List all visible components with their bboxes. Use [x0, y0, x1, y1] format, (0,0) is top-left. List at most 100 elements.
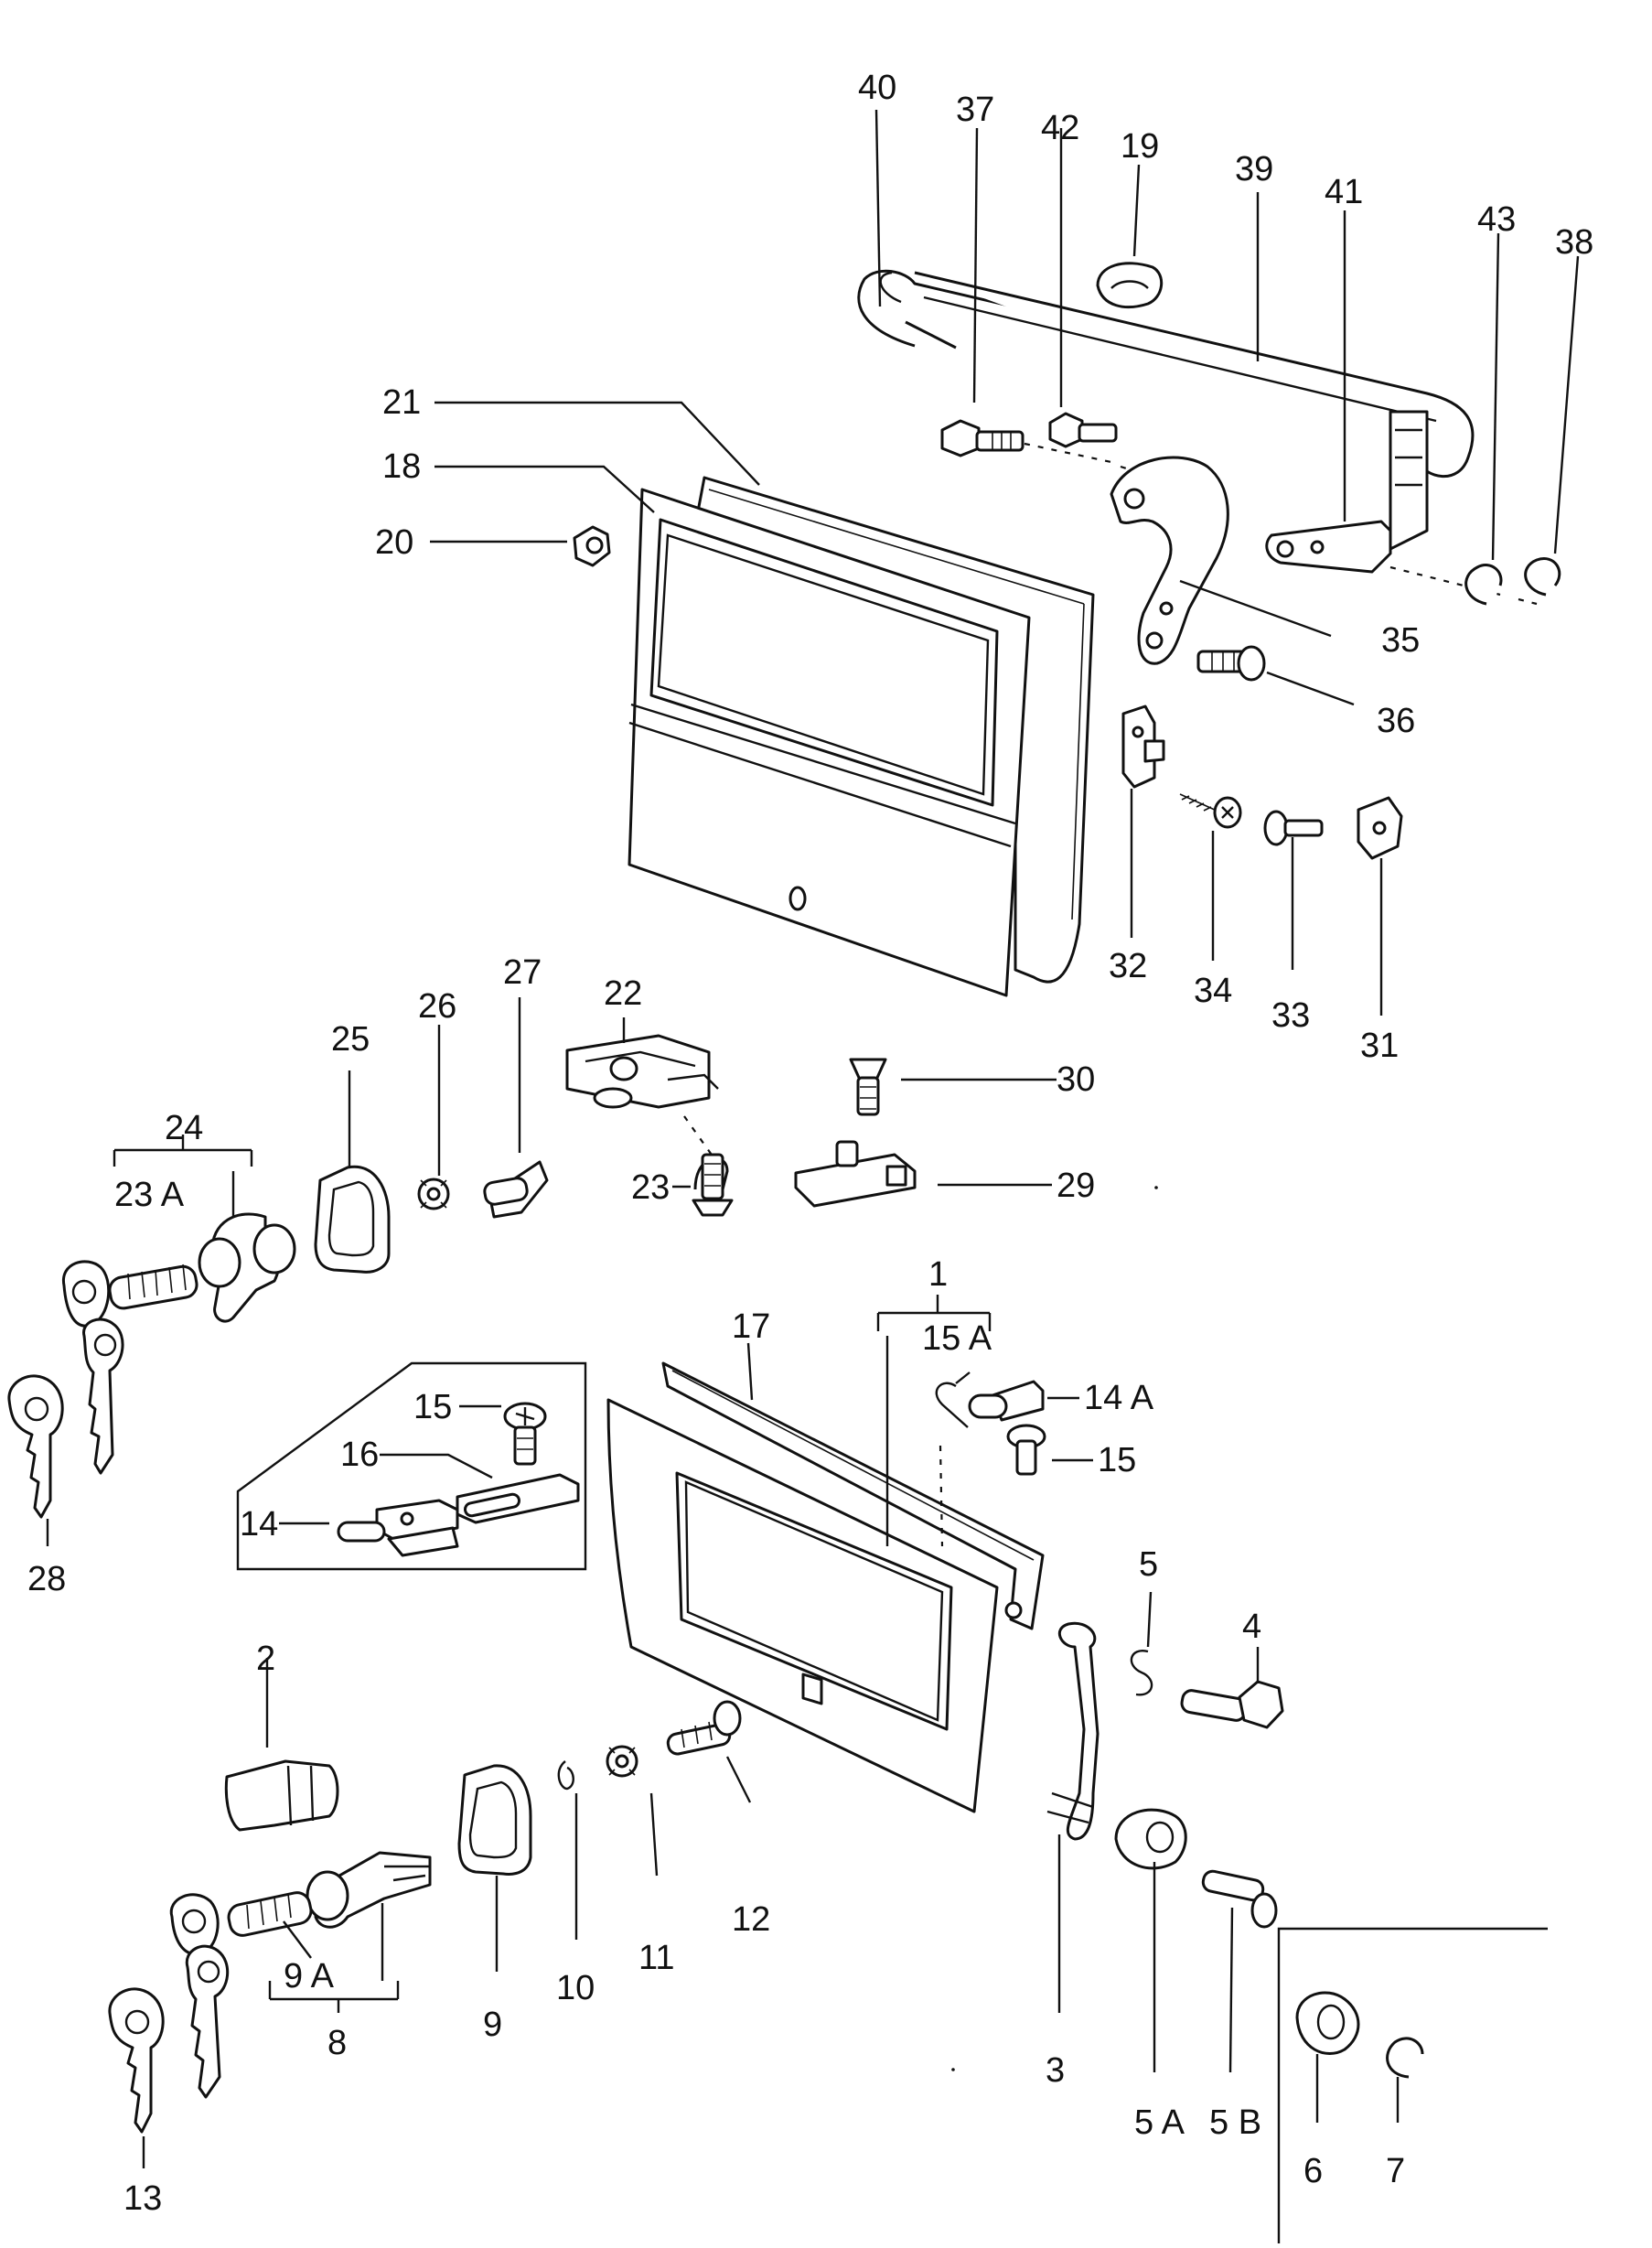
callout-9: 9: [483, 2006, 502, 2044]
callout-30: 30: [1057, 1060, 1095, 1099]
hinge-rod-39: [914, 271, 1475, 479]
callout-37: 37: [956, 91, 994, 129]
callout-25: 25: [331, 1020, 370, 1059]
callout-15-right: 15: [1098, 1441, 1136, 1479]
callout-34: 34: [1194, 972, 1232, 1010]
callout-41: 41: [1325, 173, 1363, 211]
callout-8: 8: [327, 2024, 347, 2062]
circlip-38: [1524, 557, 1561, 597]
callout-42: 42: [1041, 109, 1079, 147]
callout-38: 38: [1555, 223, 1593, 262]
washer-11: [606, 1745, 638, 1778]
callout-11: 11: [638, 1939, 674, 1977]
screw-34: [1179, 793, 1242, 829]
door-seal-21: [693, 476, 1095, 984]
hinge-plate-16: [456, 1473, 580, 1524]
detail-inset-box: [236, 1361, 587, 1571]
bolt-37: [940, 419, 1024, 457]
hinge-41: [1265, 410, 1429, 574]
washer-26: [417, 1178, 450, 1210]
check-strap-3: [1046, 1621, 1100, 1841]
callout-43: 43: [1477, 200, 1516, 239]
key-13-spare: [185, 1944, 230, 2099]
spring-10: [557, 1760, 574, 1791]
callout-19: 19: [1121, 127, 1159, 166]
callout-3: 3: [1046, 2051, 1065, 2090]
bolt-12: [666, 1700, 742, 1756]
callout-12: 12: [732, 1900, 770, 1939]
callout-7: 7: [1386, 2152, 1405, 2190]
callout-5: 5: [1139, 1545, 1158, 1584]
bolt-33: [1263, 810, 1324, 846]
callout-23: 23: [631, 1168, 670, 1207]
bushing-5A: [1114, 1808, 1187, 1870]
striker-29: [794, 1140, 917, 1208]
callout-5B: 5 B: [1209, 2103, 1261, 2142]
callout-labels: 40 37 42 19 39 41 43 38 21 18 20 35 36 3…: [27, 69, 1593, 2218]
callout-35: 35: [1381, 621, 1420, 660]
callout-10: 10: [556, 1969, 595, 2007]
clip-15A: [935, 1382, 969, 1428]
nut-20: [573, 525, 611, 567]
bolt-42: [1048, 412, 1118, 448]
callout-17: 17: [732, 1307, 770, 1346]
callout-26: 26: [418, 987, 456, 1026]
cylinder-housing-24: [198, 1212, 296, 1323]
callout-40: 40: [858, 69, 896, 107]
bolt-27: [483, 1160, 549, 1219]
callout-29: 29: [1057, 1167, 1095, 1205]
callout-14A: 14 A: [1084, 1379, 1154, 1417]
callout-24: 24: [165, 1109, 203, 1147]
callout-14: 14: [240, 1505, 278, 1543]
plate-31: [1357, 796, 1403, 860]
callout-18: 18: [382, 447, 421, 486]
callout-6: 6: [1303, 2152, 1323, 2190]
circlip-7: [1386, 2037, 1424, 2079]
callout-39: 39: [1235, 150, 1273, 188]
lock-cylinder-23A: [62, 1260, 198, 1328]
callout-21: 21: [382, 383, 421, 422]
callout-31: 31: [1360, 1027, 1399, 1065]
lock-22: [565, 1034, 719, 1109]
callout-23A: 23 A: [114, 1176, 185, 1214]
lower-door-1: [606, 1398, 1023, 1813]
callout-16: 16: [340, 1436, 379, 1474]
callout-5A: 5 A: [1134, 2103, 1185, 2142]
screw-15-right: [1006, 1424, 1046, 1476]
key-13: [108, 1987, 165, 2134]
gasket-25: [314, 1165, 391, 1274]
hinge-arm-35: [1110, 456, 1229, 665]
key-28-spare: [82, 1318, 124, 1475]
callout-33: 33: [1271, 996, 1310, 1035]
bushing-6: [1295, 1991, 1360, 2055]
callout-2: 2: [256, 1640, 275, 1678]
door-seal-17: [661, 1361, 1045, 1630]
upper-door-18: [628, 488, 1031, 997]
screw-15-inset: [503, 1402, 547, 1466]
callout-22: 22: [604, 974, 642, 1013]
grommet-19: [1096, 262, 1163, 308]
inset-box-6-7: [1277, 1927, 1548, 2243]
bracket-32: [1121, 705, 1165, 789]
callout-15A: 15 A: [922, 1319, 992, 1358]
key-28: [7, 1374, 64, 1519]
callout-20: 20: [375, 523, 413, 562]
circlip-43: [1464, 564, 1503, 606]
callout-9A: 9 A: [284, 1957, 335, 1995]
callout-1: 1: [928, 1255, 948, 1294]
callout-28: 28: [27, 1560, 66, 1598]
lock-cylinder-9A: [169, 1891, 313, 1956]
callout-4: 4: [1242, 1608, 1261, 1646]
screw-23: [692, 1153, 734, 1217]
bolt-36: [1196, 645, 1266, 682]
cylinder-housing-8: [306, 1851, 432, 1929]
gasket-9: [457, 1764, 532, 1876]
callout-13: 13: [123, 2179, 162, 2218]
hinge-14: [337, 1499, 459, 1557]
pin-5B: [1201, 1869, 1278, 1929]
pin-4: [1180, 1680, 1284, 1729]
clip-5: [1130, 1650, 1153, 1696]
screw-30: [849, 1058, 887, 1116]
callout-32: 32: [1109, 947, 1147, 985]
